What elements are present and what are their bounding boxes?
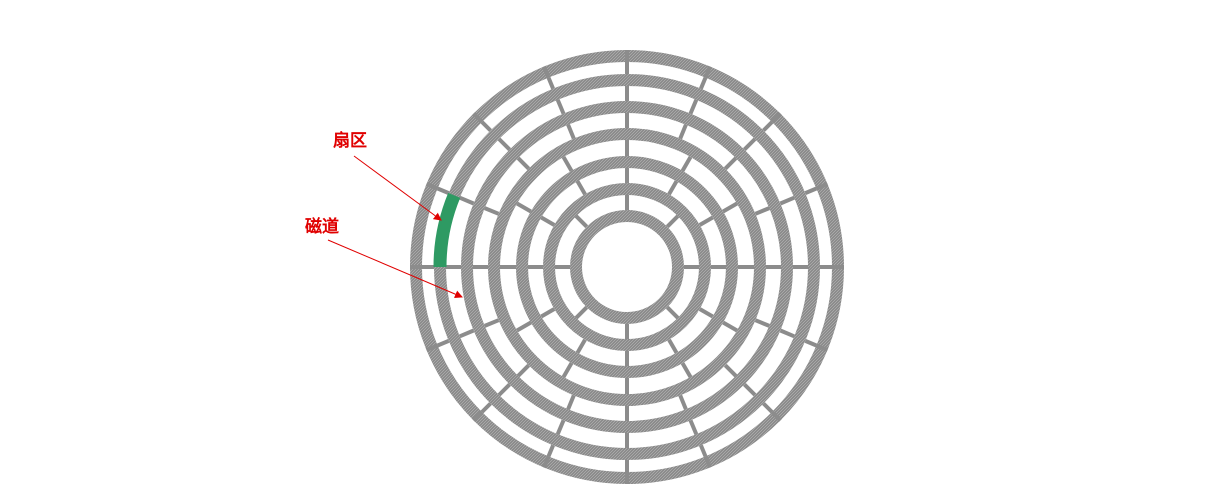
sector-divider [804, 186, 818, 195]
track-ring-2 [543, 183, 711, 351]
sector-divider [436, 186, 450, 195]
sector-label: 扇区 [333, 130, 367, 151]
sector-divider [575, 180, 587, 196]
sector-divider [815, 343, 829, 352]
sector-divider [722, 201, 738, 214]
sector-divider [480, 120, 492, 132]
track-ring-5 [461, 101, 793, 433]
highlighted-sector [433, 192, 461, 268]
sector-divider [555, 99, 566, 115]
sector-divider [667, 180, 679, 196]
sector-divider [516, 201, 532, 214]
sector-divider [540, 215, 556, 227]
sector-divider [678, 394, 688, 411]
sector-divider [561, 156, 574, 172]
sector-divider [436, 339, 450, 348]
sector-divider [542, 65, 551, 79]
sector-divider [472, 112, 484, 124]
sector-divider [516, 320, 532, 333]
sector-divider [762, 402, 774, 414]
sector-divider [680, 156, 693, 172]
sector-divider [566, 123, 576, 140]
sector-divider [815, 182, 829, 191]
sector-divider [425, 343, 439, 352]
sector-divider [555, 419, 566, 435]
sector-divider [459, 195, 475, 206]
sector-divider [425, 182, 439, 191]
sector-divider [480, 402, 492, 414]
sector-divider [483, 318, 500, 328]
sector-divider [754, 206, 771, 216]
sector-divider [667, 338, 679, 354]
sector-divider [762, 120, 774, 132]
sector-divider [546, 76, 555, 90]
track-ring-4 [488, 128, 766, 406]
sector-divider [703, 455, 712, 469]
sector-divider [497, 137, 512, 152]
sector-divider [699, 76, 708, 90]
sector-divider [779, 328, 795, 339]
sector-divider [497, 382, 512, 397]
sector-annotation: 扇区 [333, 130, 442, 221]
sector-divider [540, 307, 556, 319]
sector-divider [699, 444, 708, 458]
sector-divider [698, 307, 714, 319]
sector-divider [680, 362, 693, 378]
sector-divider [665, 214, 680, 229]
sector-divider [566, 394, 576, 411]
sector-divider [542, 455, 551, 469]
sector-divider [754, 318, 771, 328]
sector-divider [804, 339, 818, 348]
track-arrow [327, 239, 463, 298]
track-label: 磁道 [305, 216, 339, 237]
sector-divider [723, 156, 738, 171]
sector-divider [575, 338, 587, 354]
sector-divider [516, 156, 531, 171]
sector-divider [665, 305, 680, 320]
sector-divider [574, 214, 589, 229]
sector-divider [722, 320, 738, 333]
track-ring-3 [516, 156, 738, 378]
sector-divider [459, 328, 475, 339]
sector-divider [770, 112, 782, 124]
highlighted-sector-layer [433, 192, 461, 268]
sector-divider [698, 215, 714, 227]
sector-divider [703, 65, 712, 79]
sector-dividers-layer [410, 50, 844, 484]
sector-divider [678, 123, 688, 140]
sector-divider [779, 195, 795, 206]
sector-divider [483, 206, 500, 216]
sector-divider [546, 444, 555, 458]
track-ring-1 [570, 210, 684, 324]
sector-arrow [353, 155, 442, 221]
sector-divider [516, 363, 531, 378]
sector-divider [723, 363, 738, 378]
sector-divider [742, 382, 757, 397]
track-annotation: 磁道 [305, 216, 463, 298]
sector-divider [561, 362, 574, 378]
sector-divider [688, 419, 699, 435]
sector-divider [742, 137, 757, 152]
sector-divider [472, 410, 484, 422]
sector-divider [574, 305, 589, 320]
sector-divider [770, 410, 782, 422]
sector-divider [688, 99, 699, 115]
